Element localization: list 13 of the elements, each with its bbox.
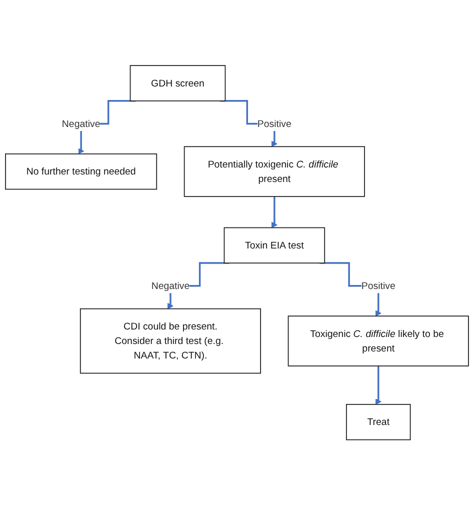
node-box: Treat [346, 404, 411, 441]
arrow [375, 365, 382, 406]
edge-label: Positive [361, 280, 396, 292]
node-box: Potentially toxigenic C. difficile present [184, 146, 365, 198]
node-box: No further testing needed [5, 154, 158, 190]
node-box: GDH screen [130, 65, 226, 102]
arrow [271, 196, 278, 228]
edge-label: Positive [257, 118, 292, 130]
node-box: CDI could be present. Consider a third test (e.g. NAAT, TC, CTN). [80, 308, 261, 374]
node-box: Toxigenic C. difficile likely to be present [288, 316, 469, 367]
node-box: Toxin EIA test [224, 228, 326, 264]
edge-label: Negative [62, 118, 100, 130]
edge-label: Negative [151, 280, 190, 292]
